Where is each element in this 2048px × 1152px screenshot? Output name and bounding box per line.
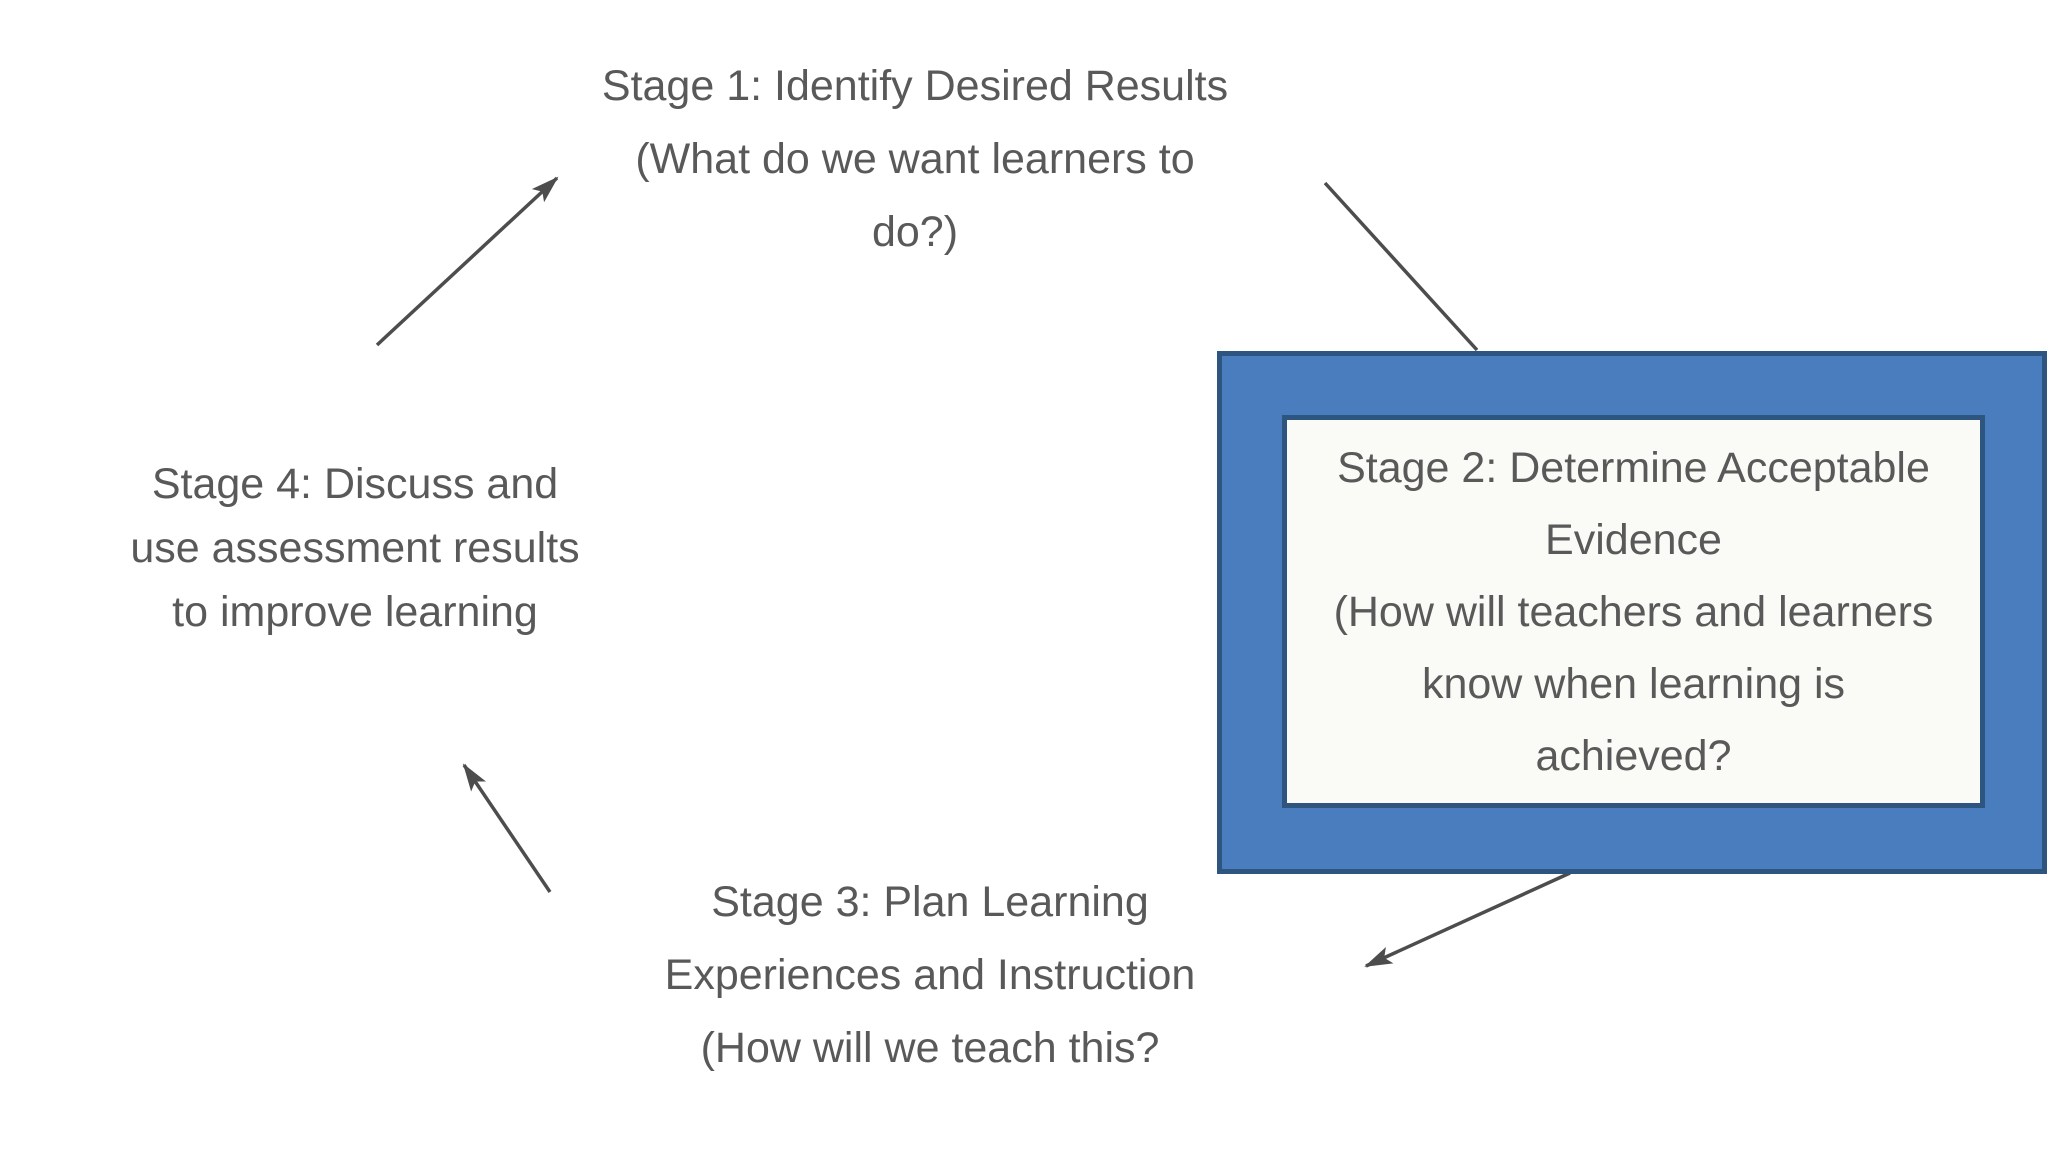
stage-3-line: Stage 3: Plan Learning xyxy=(711,878,1149,926)
stage-4-label: Stage 4: Discuss and use assessment resu… xyxy=(45,452,665,644)
stage-4-line: use assessment results xyxy=(130,524,580,572)
stage-1-line: (What do we want learners to xyxy=(635,135,1195,183)
stage-2-line: Stage 2: Determine Acceptable xyxy=(1337,443,1930,492)
stage-3-line: (How will we teach this? xyxy=(700,1024,1160,1072)
stage-1-line: do?) xyxy=(871,208,959,256)
stage-4-line: Stage 4: Discuss and xyxy=(151,460,559,508)
stage-2-line: (How will teachers and learners xyxy=(1333,587,1934,636)
stage-2-line: know when learning is xyxy=(1421,659,1846,708)
stage-3-line: Experiences and Instruction xyxy=(664,951,1196,999)
stage-2-highlight-box: Stage 2: Determine Acceptable Evidence (… xyxy=(1217,351,2047,874)
stage-3-label: Stage 3: Plan Learning Experiences and I… xyxy=(530,866,1330,1085)
stage-2-inner-box: Stage 2: Determine Acceptable Evidence (… xyxy=(1282,415,1985,808)
stage-1-line: Stage 1: Identify Desired Results xyxy=(601,62,1229,110)
stage-1-label: Stage 1: Identify Desired Results (What … xyxy=(515,50,1315,269)
arrow-stage2-to-stage3 xyxy=(1364,871,1571,968)
stage-4-line: to improve learning xyxy=(172,588,538,636)
arrow-stage1-to-stage2 xyxy=(1323,181,1479,352)
stage-2-line: achieved? xyxy=(1535,731,1732,780)
stage-2-label: Stage 2: Determine Acceptable Evidence (… xyxy=(1287,432,1980,792)
stage-2-line: Evidence xyxy=(1545,515,1722,564)
